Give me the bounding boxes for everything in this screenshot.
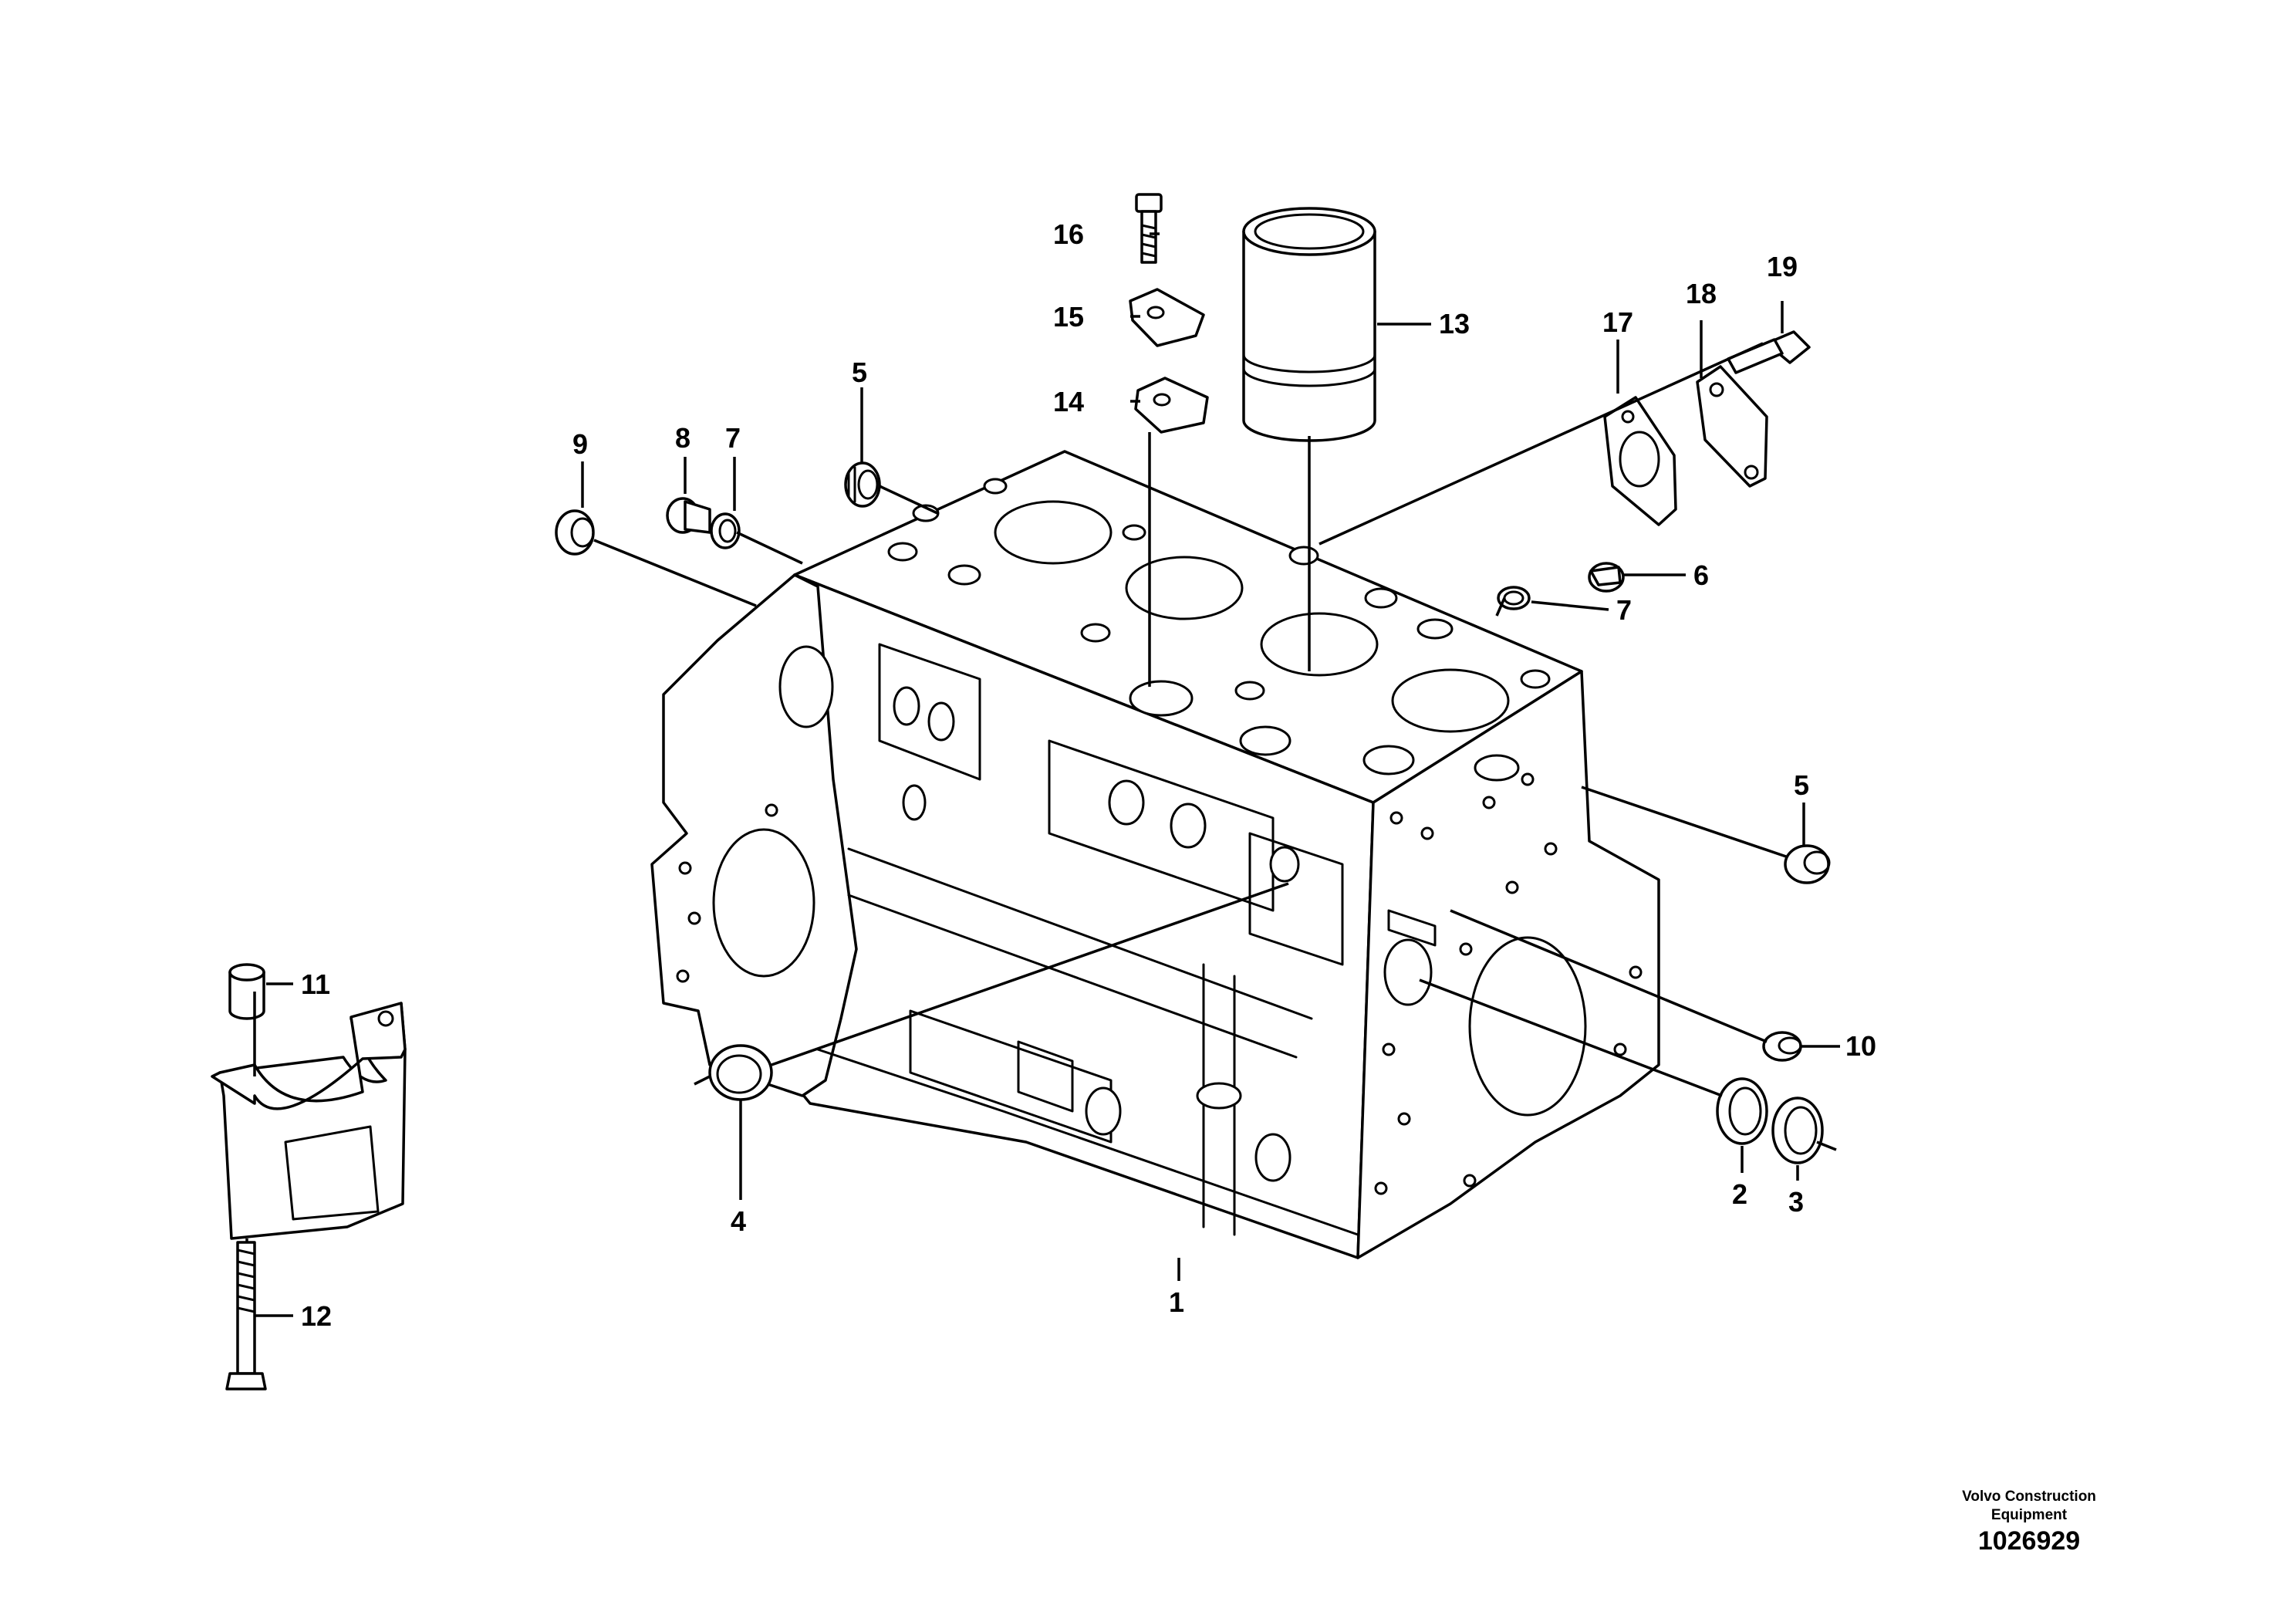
cylinder-block	[650, 450, 1660, 1259]
bolt-12	[225, 1241, 267, 1391]
bolt-16	[1135, 193, 1163, 264]
plug-6	[1588, 562, 1625, 593]
bushing-3	[1771, 1097, 1824, 1164]
callout-14: 14	[1053, 386, 1084, 417]
callout-7a: 7	[725, 422, 741, 454]
plug-9	[555, 509, 595, 556]
callout-7b: 7	[1616, 594, 1632, 626]
callout-8: 8	[675, 422, 690, 454]
callout-16: 16	[1053, 218, 1084, 250]
callout-6: 6	[1693, 559, 1709, 591]
plug-5-top	[844, 461, 881, 508]
leader-lines	[245, 232, 1840, 1317]
callout-4: 4	[731, 1205, 746, 1237]
plug-8	[666, 497, 711, 534]
gasket-14	[1134, 377, 1209, 434]
callout-1: 1	[1169, 1286, 1184, 1318]
callout-17: 17	[1602, 306, 1633, 338]
plug-10	[1762, 1031, 1802, 1062]
callout-18: 18	[1686, 278, 1717, 309]
plug-5-right	[1784, 844, 1831, 884]
callout-12: 12	[301, 1300, 332, 1332]
seal-ring-7-right	[1497, 586, 1531, 610]
gasket-17	[1603, 396, 1677, 526]
bushing-4	[708, 1044, 773, 1101]
callout-15: 15	[1053, 301, 1084, 333]
callout-9: 9	[572, 428, 588, 460]
callout-5b: 5	[1794, 769, 1809, 801]
cover-plate-15	[1129, 288, 1205, 347]
callout-11: 11	[301, 968, 330, 1000]
publisher-credit: Volvo Construction Equipment	[1913, 1488, 2145, 1525]
callout-19: 19	[1767, 251, 1798, 282]
callout-13: 13	[1439, 308, 1470, 340]
callout-2: 2	[1732, 1178, 1747, 1210]
cover-18	[1696, 365, 1768, 488]
publisher-line-1: Volvo Construction	[1962, 1489, 2096, 1505]
callout-labels: 1 2 3 4 5 5 6 7 7 8 9 10 11 12 13 14 15 …	[301, 218, 1876, 1332]
main-bearing-cap	[211, 1002, 407, 1240]
cylinder-liner	[1242, 207, 1376, 442]
seal-ring-7-left	[710, 512, 741, 549]
callout-10: 10	[1845, 1030, 1876, 1062]
publisher-line-2: Equipment	[1990, 1507, 2068, 1523]
bushing-2	[1716, 1077, 1768, 1145]
callout-3: 3	[1788, 1186, 1804, 1218]
callout-5a: 5	[852, 357, 867, 388]
figure-number: 1026929	[1977, 1526, 2081, 1556]
sleeve-11	[228, 963, 265, 1020]
